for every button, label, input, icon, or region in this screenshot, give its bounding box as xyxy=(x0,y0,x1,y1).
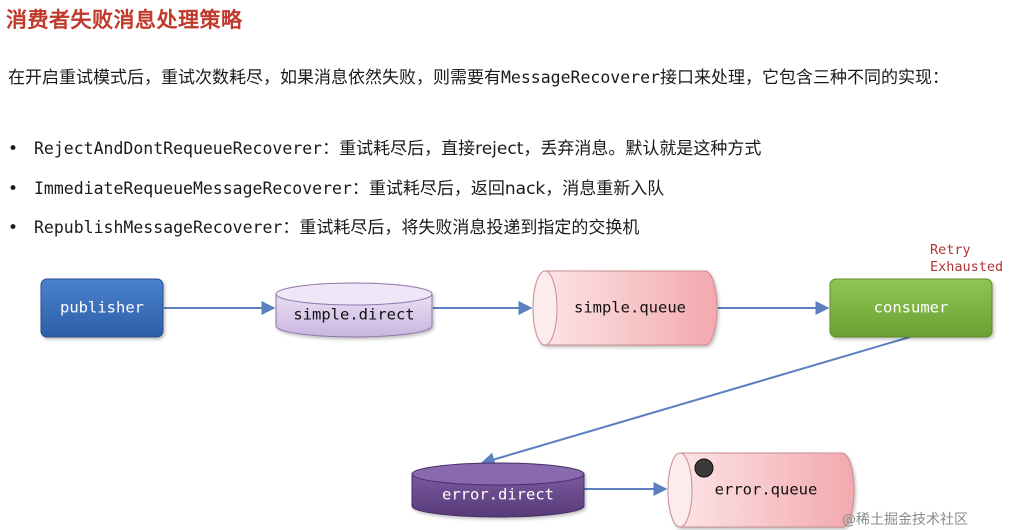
consumer-node xyxy=(829,278,993,338)
intro-paragraph: 在开启重试模式后，重试次数耗尽，如果消息依然失败，则需要有MessageReco… xyxy=(8,62,998,94)
retry-label: Retry xyxy=(930,242,971,258)
error-queue xyxy=(667,452,855,528)
intro-code: MessageRecoverer xyxy=(501,68,660,87)
list-item: • ImmediateRequeueMessageRecoverer：重试耗尽后，… xyxy=(8,173,761,213)
message-dot-icon xyxy=(694,458,714,478)
publisher-label: publisher xyxy=(60,299,144,317)
page-title: 消费者失败消息处理策略 xyxy=(6,8,243,32)
recoverer-name: RejectAndDontRequeueRecoverer xyxy=(34,139,323,158)
watermark: @稀土掘金技术社区 xyxy=(842,512,968,528)
error-direct-exchange xyxy=(411,462,585,518)
exhausted-label: Exhausted xyxy=(930,259,1003,275)
recoverer-description: ：重试耗尽后，将失败消息投递到指定的交换机 xyxy=(282,218,640,238)
bullet-dot: • xyxy=(8,139,19,159)
simple-direct-exchange xyxy=(275,282,433,338)
bullet-dot: • xyxy=(8,178,19,199)
recoverer-description: ：重试耗尽后，返回nack，消息重新入队 xyxy=(351,178,665,199)
simple-queue xyxy=(532,270,718,346)
message-flow-diagram: publisher simple.direct simple.queue con… xyxy=(0,236,1011,530)
list-item: • RejectAndDontRequeueRecoverer：重试耗尽后，直接r… xyxy=(8,133,761,173)
recoverer-description: ：重试耗尽后，直接reject，丢弃消息。默认就是这种方式 xyxy=(322,139,762,159)
bullet-dot: • xyxy=(8,218,19,238)
simple-direct-label: simple.direct xyxy=(293,306,414,324)
intro-text-part2: 接口来处理，它包含三种不同的实现： xyxy=(659,68,949,88)
publisher-node xyxy=(40,278,164,338)
simple-queue-label: simple.queue xyxy=(574,299,686,317)
error-queue-label: error.queue xyxy=(715,481,818,499)
recoverer-list: • RejectAndDontRequeueRecoverer：重试耗尽后，直接r… xyxy=(8,133,761,252)
recoverer-name: RepublishMessageRecoverer xyxy=(34,218,283,237)
recoverer-name: ImmediateRequeueMessageRecoverer xyxy=(34,178,352,198)
intro-text-part1: 在开启重试模式后，重试次数耗尽，如果消息依然失败，则需要有 xyxy=(8,68,501,88)
error-direct-label: error.direct xyxy=(442,486,554,504)
list-item: • RepublishMessageRecoverer：重试耗尽后，将失败消息投递… xyxy=(8,212,761,252)
consumer-label: consumer xyxy=(874,299,949,317)
arrow-consumer-to-error-exchange xyxy=(480,336,911,467)
